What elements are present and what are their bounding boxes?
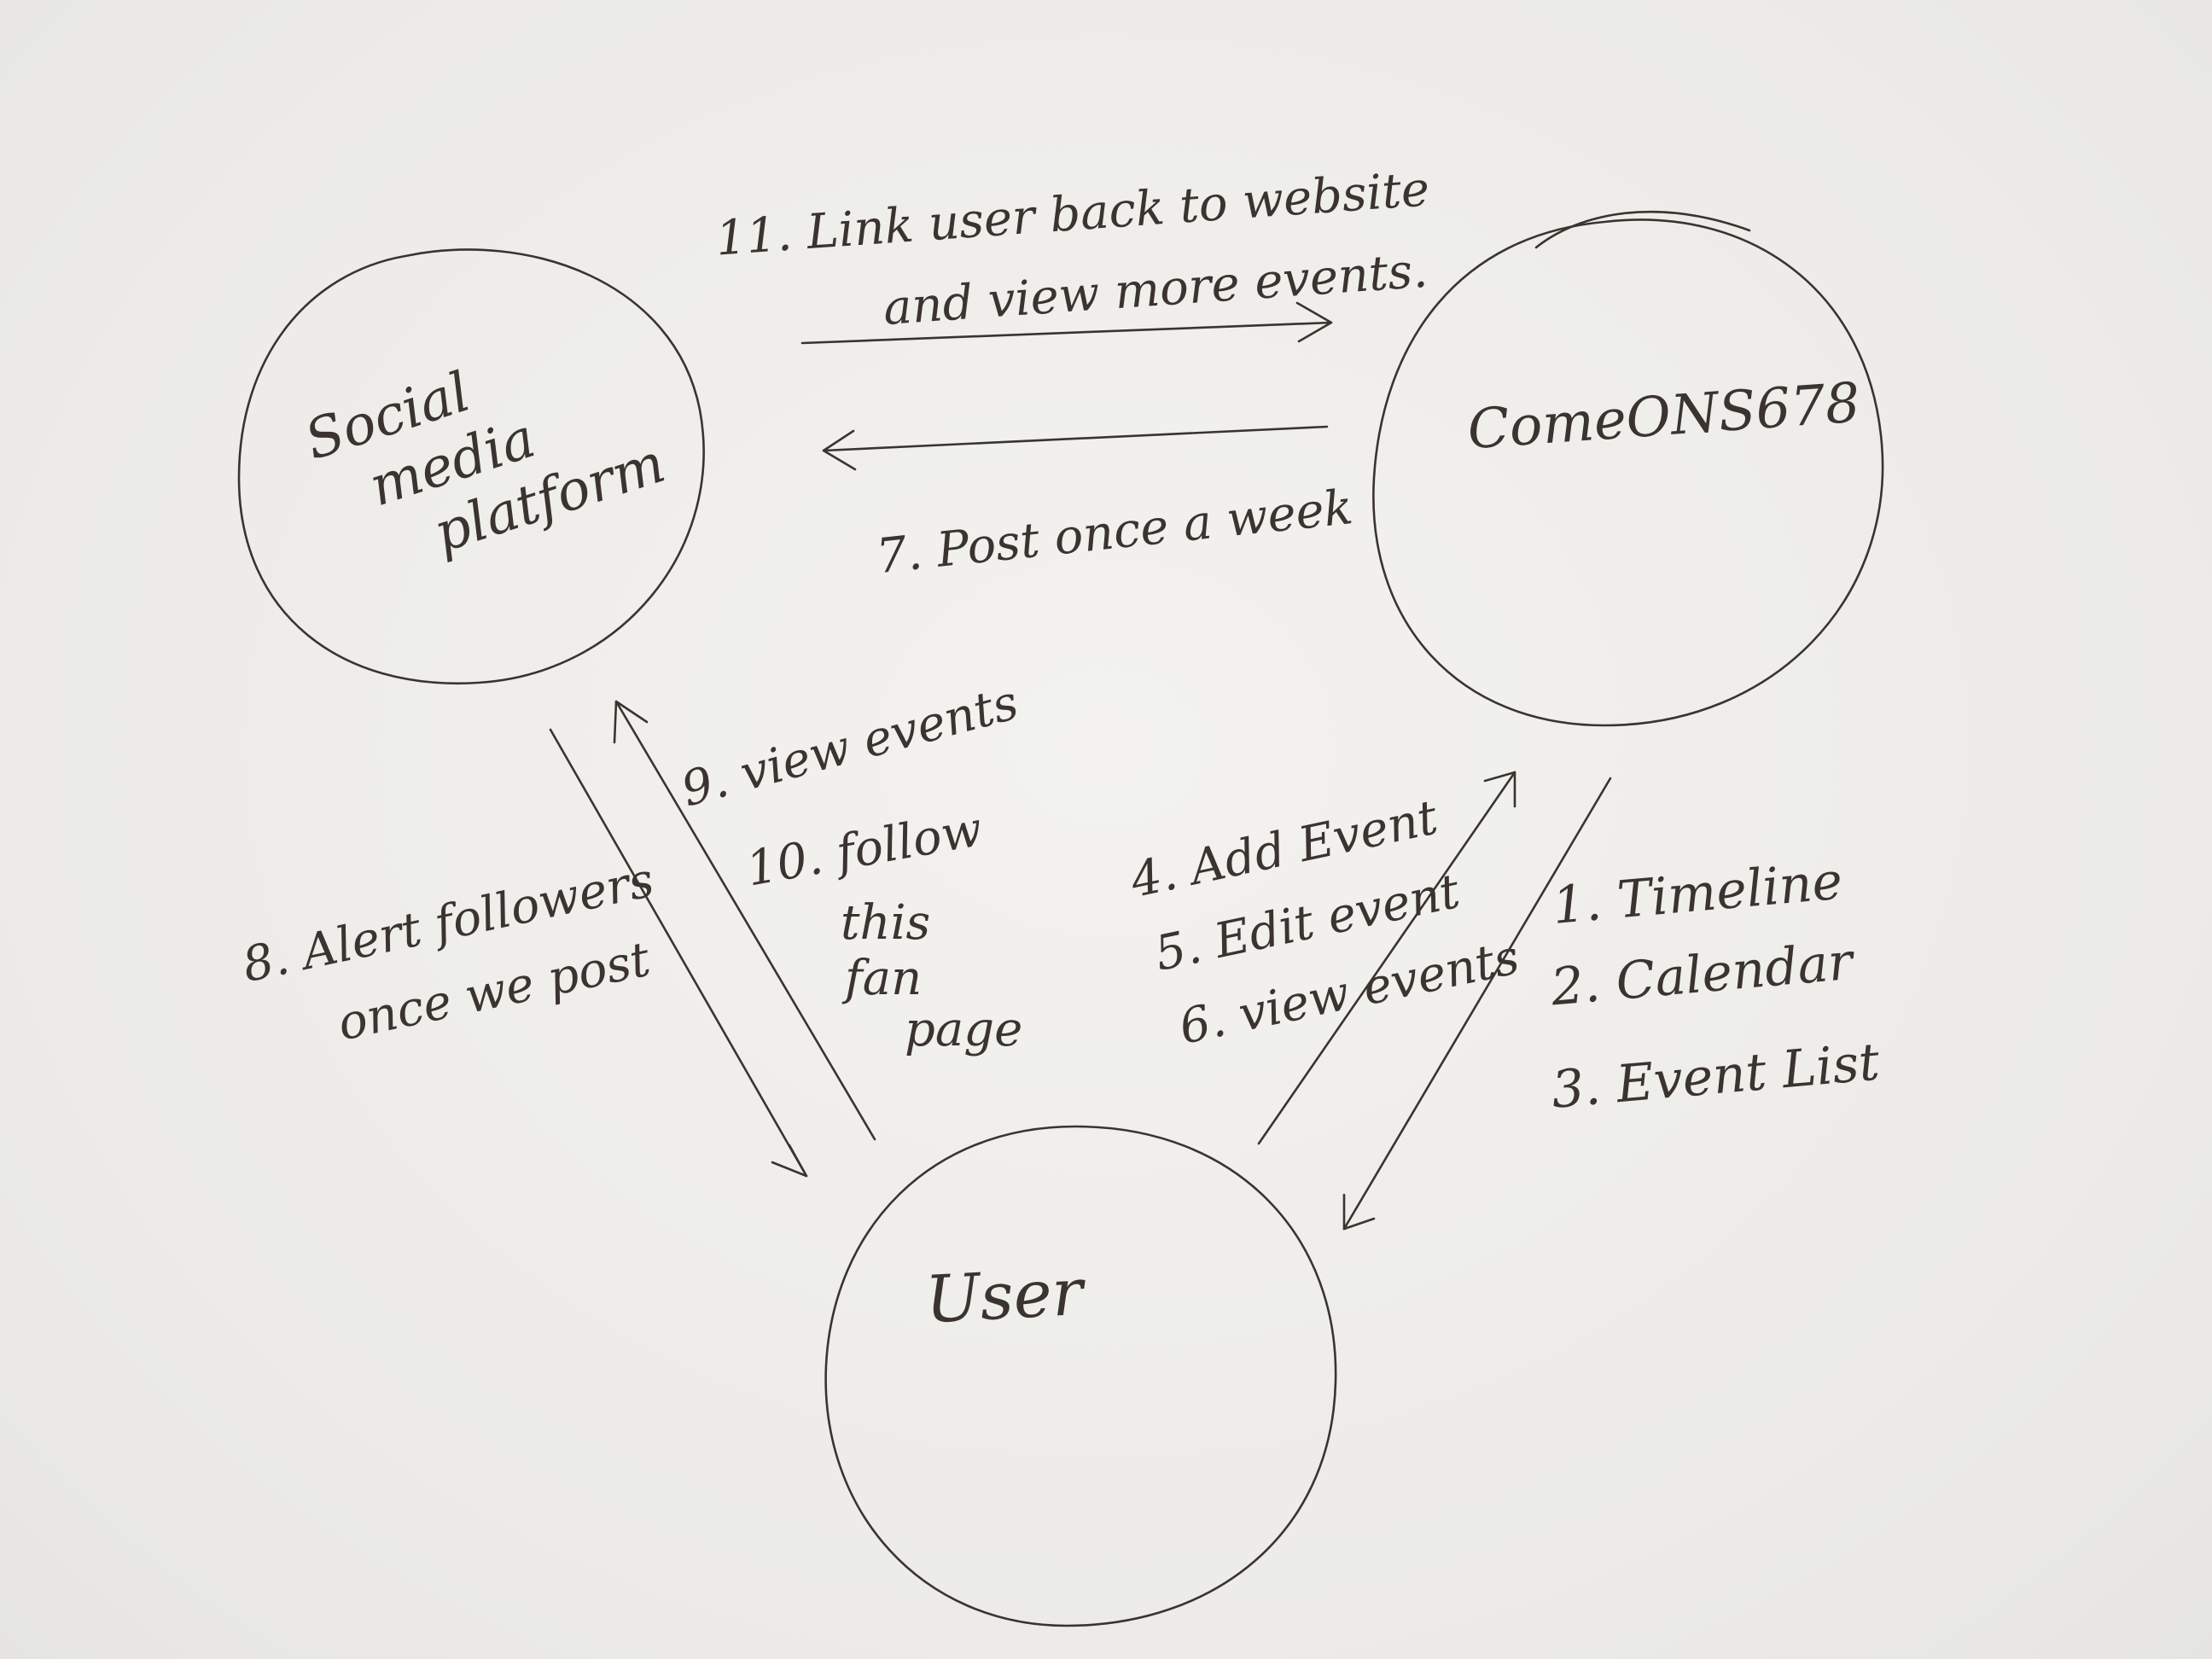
edge-label-view-events: 9. view events: [676, 675, 1024, 818]
edge-label-views: 1. Timeline 2. Calendar 3. Event List: [1548, 851, 1883, 1120]
edge-post-weekly-arrow: [822, 425, 1329, 471]
edge-label-alert-followers: 8. Alert followers once we post: [238, 853, 659, 1052]
edge-label-follow-this: this: [841, 895, 930, 951]
comeons-node-circle: [1372, 218, 1884, 727]
edge-views-arrow: [1342, 777, 1612, 1231]
edge-view-follow-arrow: [613, 700, 876, 1141]
edge-label-follow-fan: fan: [841, 951, 922, 1006]
edge-label-event-list: 3. Event List: [1549, 1032, 1883, 1120]
social-media-node-circle: [237, 248, 705, 685]
comeons-node-overstroke: [1534, 211, 1751, 249]
user-node-circle: [824, 1125, 1337, 1627]
edge-alert-followers-arrow: [549, 728, 808, 1178]
edge-label-view-follow: 9. view events 10. follow this fan page: [676, 675, 1024, 1057]
edge-label-link-line-2: and view more events.: [882, 243, 1429, 336]
edge-label-timeline: 1. Timeline: [1550, 851, 1844, 935]
edge-link-to-website-arrow: [800, 301, 1333, 345]
edge-label-post-weekly: 7. Post once a week: [874, 480, 1356, 585]
social-media-node-label: Social media platform: [298, 361, 672, 566]
user-node-label: User: [923, 1254, 1088, 1338]
edge-add-edit-arrow: [1257, 771, 1516, 1145]
comeons-node-label: ComeONS678: [1465, 371, 1862, 462]
edge-label-follow-page: page: [905, 1002, 1022, 1057]
edge-label-follow: 10. follow: [742, 801, 987, 897]
edge-label-calendar: 2. Calendar: [1548, 932, 1858, 1018]
edge-label-add-edit: 4. Add Event 5. Edit event 6. view event…: [1125, 789, 1524, 1056]
